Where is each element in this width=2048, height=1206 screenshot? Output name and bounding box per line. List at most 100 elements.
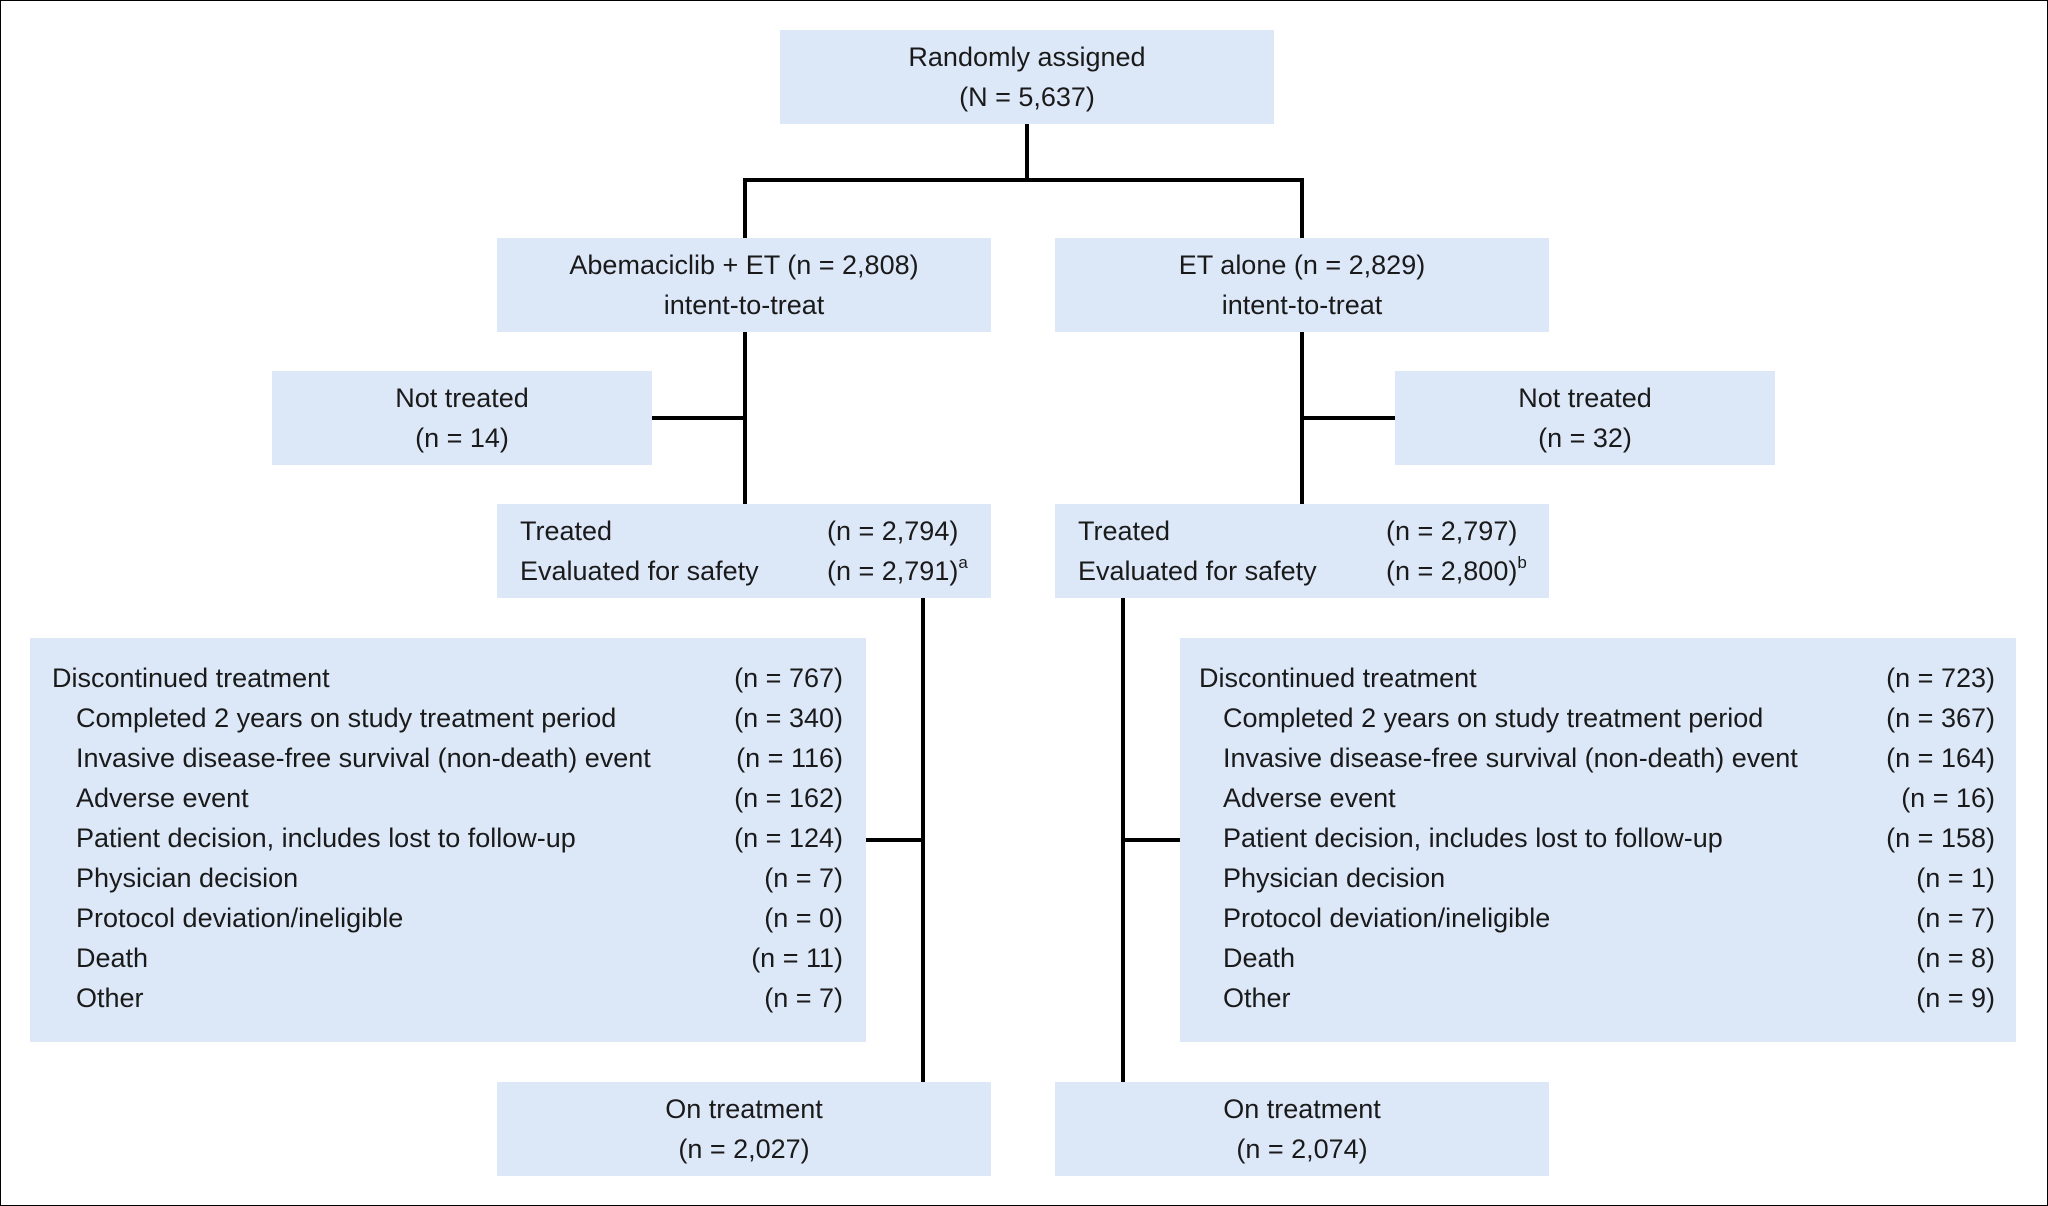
right-discontinued-reason-label: Other (1223, 983, 1291, 1013)
right-discontinued-reason-value: (n = 8) (1916, 943, 1995, 973)
left-discontinued-reason-value: (n = 7) (764, 863, 843, 893)
table-row: Other (n = 7) (30, 978, 866, 1018)
left-discontinued-reason-label: Patient decision, includes lost to follo… (76, 823, 576, 853)
right-on-treatment-count: (n = 2,074) (1236, 1134, 1368, 1164)
right-itt-subtitle: intent-to-treat (1221, 290, 1383, 320)
left-safety-footnote: a (958, 553, 968, 572)
connector-left-discontinued (866, 838, 923, 842)
left-discontinued-reason-label: Death (76, 943, 149, 973)
table-row: Physician decision (n = 7) (30, 858, 866, 898)
right-safety-footnote: b (1517, 553, 1527, 572)
left-discontinued-box: Discontinued treatment (n = 767) Complet… (30, 638, 866, 1042)
right-not-treated-box: Not treated (n = 32) (1395, 371, 1775, 465)
right-discontinued-reason-value: (n = 164) (1886, 743, 1995, 773)
left-safety-value-wrap: (n = 2,791)a (827, 551, 968, 591)
randomized-box: Randomly assigned (N = 5,637) (780, 30, 1274, 124)
left-on-treatment-title: On treatment (665, 1094, 823, 1124)
right-discontinued-reason-value: (n = 1) (1916, 863, 1995, 893)
connector-right-discontinued (1123, 838, 1180, 842)
table-row: Patient decision, includes lost to follo… (1180, 818, 2016, 858)
table-row: Invasive disease-free survival (non-deat… (1180, 738, 2016, 778)
connector-right-not-treated (1302, 416, 1395, 420)
left-discontinued-reason-value: (n = 7) (764, 983, 843, 1013)
table-row: Patient decision, includes lost to follo… (30, 818, 866, 858)
table-row: Death (n = 8) (1180, 938, 2016, 978)
randomized-count: (N = 5,637) (959, 82, 1095, 112)
right-discontinued-reason-label: Death (1223, 943, 1296, 973)
right-treated-value: (n = 2,797) (1386, 516, 1518, 546)
connector-right-arm-down (1300, 178, 1304, 238)
left-on-treatment-count: (n = 2,027) (678, 1134, 810, 1164)
right-on-treatment-title: On treatment (1223, 1094, 1381, 1124)
left-discontinued-reason-value: (n = 124) (734, 823, 843, 853)
right-discontinued-reason-label: Adverse event (1223, 783, 1396, 813)
left-discontinued-reason-label: Invasive disease-free survival (non-deat… (76, 743, 651, 773)
left-discontinued-reason-value: (n = 162) (734, 783, 843, 813)
connector-left-not-treated (652, 416, 745, 420)
table-row: Protocol deviation/ineligible (n = 7) (1180, 898, 2016, 938)
right-discontinued-box: Discontinued treatment (n = 723) Complet… (1180, 638, 2016, 1042)
right-discontinued-reason-label: Invasive disease-free survival (non-deat… (1223, 743, 1798, 773)
connector-left-itt-to-treated (743, 332, 747, 504)
table-row: Invasive disease-free survival (non-deat… (30, 738, 866, 778)
right-safety-value: (n = 2,800) (1386, 556, 1518, 586)
right-itt-title: ET alone (n = 2,829) (1178, 250, 1426, 280)
left-safety-value: (n = 2,791) (827, 556, 959, 586)
right-on-treatment-box: On treatment (n = 2,074) (1055, 1082, 1549, 1176)
right-discontinued-reason-value: (n = 9) (1916, 983, 1995, 1013)
right-discontinued-reason-value: (n = 7) (1916, 903, 1995, 933)
left-treated-value: (n = 2,794) (827, 516, 959, 546)
table-row: Adverse event (n = 162) (30, 778, 866, 818)
right-treated-label: Treated (1078, 516, 1171, 546)
left-treated-box: Treated (n = 2,794) Evaluated for safety… (497, 504, 991, 598)
table-row: Death (n = 11) (30, 938, 866, 978)
left-itt-box: Abemaciclib + ET (n = 2,808) intent-to-t… (497, 238, 991, 332)
right-discontinued-header-value: (n = 723) (1886, 663, 1995, 693)
right-discontinued-reason-value: (n = 158) (1886, 823, 1995, 853)
right-discontinued-reason-label: Physician decision (1223, 863, 1446, 893)
left-discontinued-header-value: (n = 767) (734, 663, 843, 693)
right-discontinued-reason-value: (n = 16) (1901, 783, 1995, 813)
table-row: Completed 2 years on study treatment per… (30, 698, 866, 738)
right-discontinued-reason-label: Protocol deviation/ineligible (1223, 903, 1551, 933)
left-itt-title: Abemaciclib + ET (n = 2,808) (569, 250, 919, 280)
left-discontinued-reason-value: (n = 340) (734, 703, 843, 733)
left-safety-label: Evaluated for safety (520, 556, 759, 586)
connector-root-down (1025, 124, 1029, 180)
right-safety-label: Evaluated for safety (1078, 556, 1317, 586)
table-row: Other (n = 9) (1180, 978, 2016, 1018)
left-discontinued-reason-value: (n = 11) (751, 943, 843, 973)
left-discontinued-reason-label: Other (76, 983, 144, 1013)
right-discontinued-reason-label: Completed 2 years on study treatment per… (1223, 703, 1764, 733)
right-discontinued-reason-label: Patient decision, includes lost to follo… (1223, 823, 1723, 853)
left-discontinued-reason-label: Adverse event (76, 783, 249, 813)
right-safety-value-wrap: (n = 2,800)b (1386, 551, 1527, 591)
right-discontinued-header-label: Discontinued treatment (1199, 663, 1477, 693)
left-discontinued-reason-value: (n = 0) (764, 903, 843, 933)
right-discontinued-reason-value: (n = 367) (1886, 703, 1995, 733)
right-discontinued-header-row: Discontinued treatment (n = 723) (1180, 658, 2016, 698)
left-on-treatment-box: On treatment (n = 2,027) (497, 1082, 991, 1176)
left-itt-subtitle: intent-to-treat (663, 290, 825, 320)
connector-split-horizontal (743, 178, 1304, 182)
left-treated-label: Treated (520, 516, 613, 546)
table-row: Protocol deviation/ineligible (n = 0) (30, 898, 866, 938)
left-discontinued-reason-label: Completed 2 years on study treatment per… (76, 703, 617, 733)
left-not-treated-count: (n = 14) (415, 423, 509, 453)
table-row: Physician decision (n = 1) (1180, 858, 2016, 898)
table-row: Completed 2 years on study treatment per… (1180, 698, 2016, 738)
right-not-treated-count: (n = 32) (1538, 423, 1632, 453)
left-discontinued-reason-value: (n = 116) (736, 743, 843, 773)
left-not-treated-title: Not treated (395, 383, 529, 413)
left-discontinued-reason-label: Physician decision (76, 863, 299, 893)
connector-left-arm-down (743, 178, 747, 238)
left-not-treated-box: Not treated (n = 14) (272, 371, 652, 465)
left-discontinued-header-row: Discontinued treatment (n = 767) (30, 658, 866, 698)
right-not-treated-title: Not treated (1518, 383, 1652, 413)
randomized-title: Randomly assigned (908, 42, 1146, 72)
left-discontinued-reason-label: Protocol deviation/ineligible (76, 903, 404, 933)
right-treated-box: Treated (n = 2,797) Evaluated for safety… (1055, 504, 1549, 598)
left-discontinued-header-label: Discontinued treatment (52, 663, 330, 693)
connector-left-treated-to-on-treatment (921, 598, 925, 1082)
